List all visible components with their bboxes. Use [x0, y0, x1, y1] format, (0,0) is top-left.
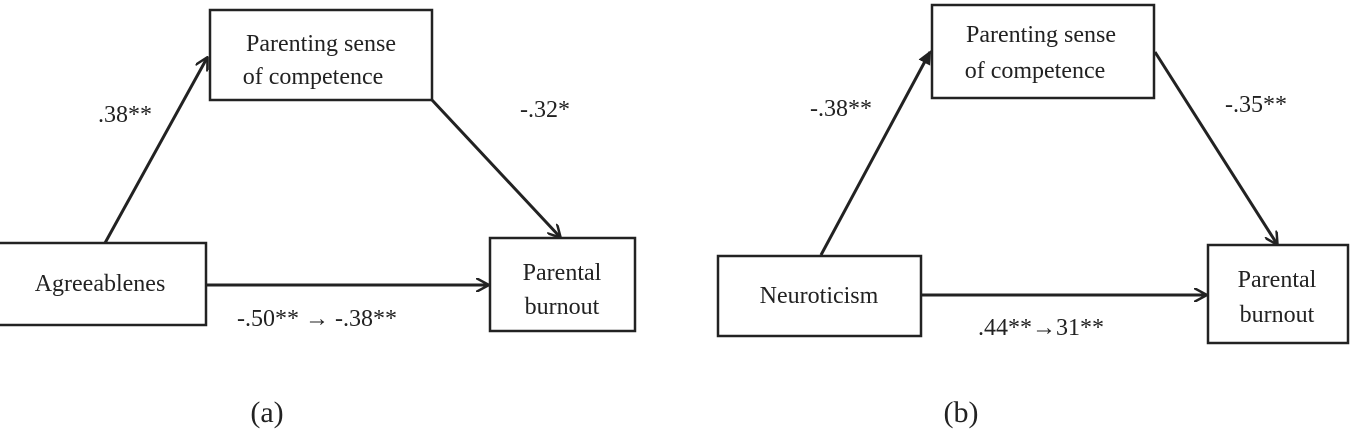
path-a-coefficient: -.38**: [810, 96, 872, 122]
panel-label: (a): [250, 396, 283, 429]
outcome-label-line1: Parental: [1238, 267, 1317, 293]
mediator-node: Parenting sense of competence: [930, 3, 1156, 100]
mediator-label-line1: Parenting sense: [246, 31, 396, 57]
path-c-coefficient: -.50** → -.38**: [237, 306, 397, 332]
outcome-node: Parental burnout: [488, 236, 637, 333]
mediator-label-line2: of competence: [243, 64, 384, 90]
panel-label: (b): [944, 396, 979, 429]
predictor-node: Neuroticism: [716, 254, 923, 338]
path-b-coefficient: -.35**: [1225, 92, 1287, 118]
mediator-label-line1: Parenting sense: [966, 22, 1116, 48]
predictor-label: Agreeablenes: [35, 271, 166, 297]
mediator-node: Parenting sense of competence: [208, 8, 434, 102]
path-b-arrow: [1153, 51, 1277, 244]
outcome-label-line2: burnout: [1240, 302, 1315, 328]
mediator-label-line2: of competence: [965, 58, 1106, 84]
path-b-arrow: [430, 98, 560, 237]
outcome-label-line1: Parental: [523, 260, 602, 286]
panel-a: Parenting sense of competence Agreeablen…: [0, 8, 637, 429]
outcome-label-line2: burnout: [525, 294, 600, 320]
path-a-coefficient: .38**: [98, 102, 152, 128]
path-b-coefficient: -.32*: [520, 97, 570, 123]
outcome-node: Parental burnout: [1206, 243, 1350, 345]
path-a-arrow: [103, 58, 207, 244]
panel-b: Parenting sense of competence Neuroticis…: [716, 3, 1350, 429]
path-c-coefficient: .44**→31**: [978, 315, 1104, 341]
predictor-node: Agreeablenes: [0, 241, 208, 327]
predictor-label: Neuroticism: [760, 283, 879, 309]
path-a-arrow: [819, 52, 932, 256]
